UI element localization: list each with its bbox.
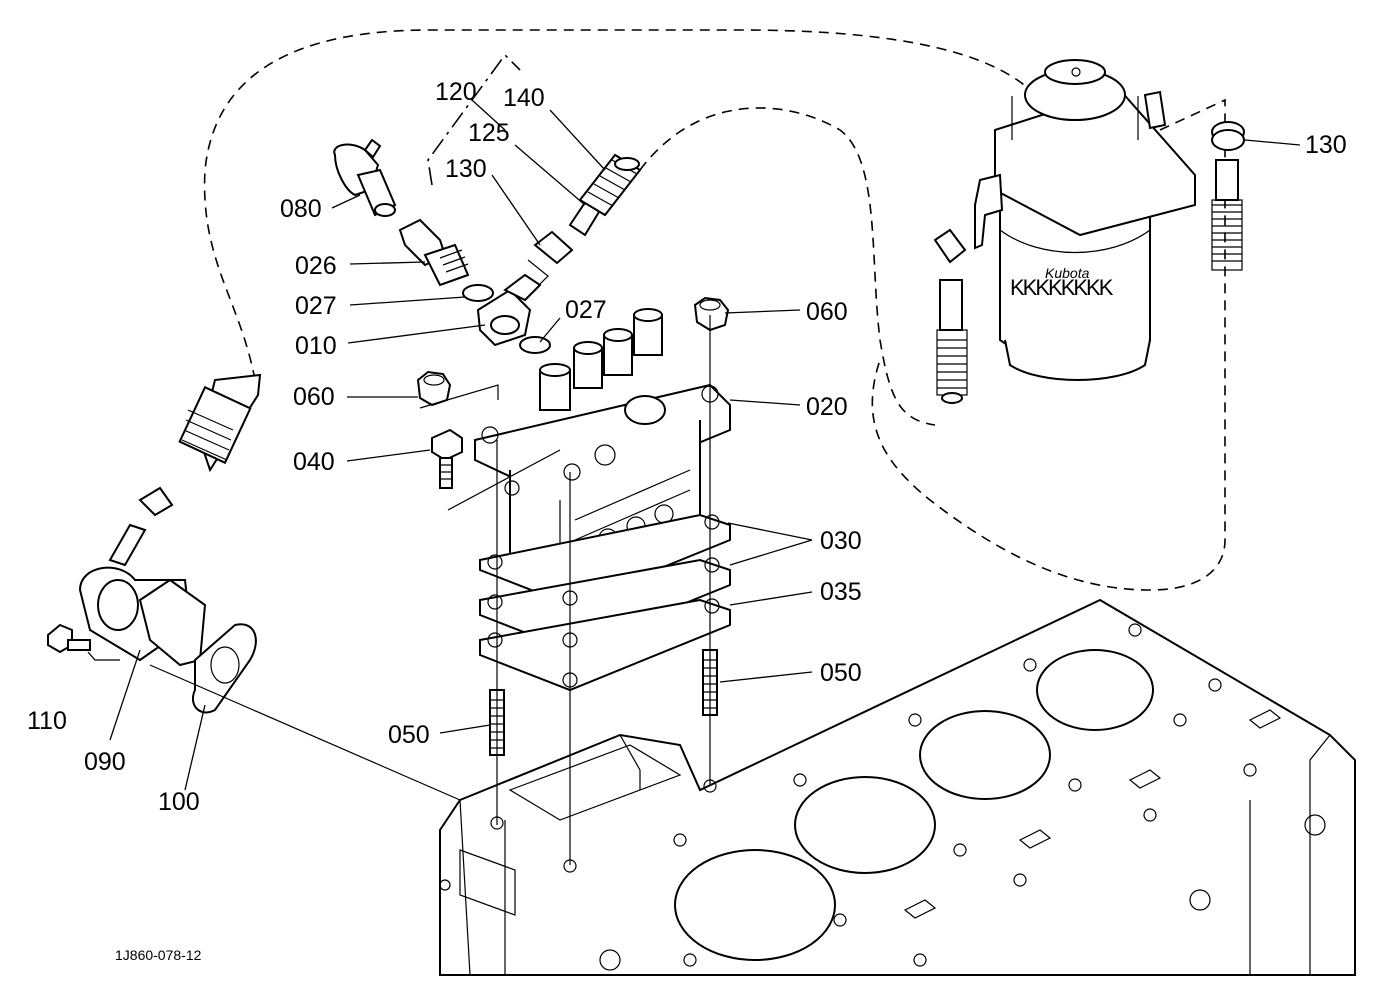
callout-035: 035	[820, 578, 862, 606]
fuel-feed-pump	[78, 373, 262, 667]
delivery-valves	[539, 308, 663, 411]
nut-060-right	[693, 296, 730, 332]
callout-040: 040	[293, 448, 335, 476]
callout-130-right: 130	[1305, 131, 1347, 159]
callout-120: 120	[435, 78, 477, 106]
feed-pump-axis	[149, 664, 461, 801]
callout-140: 140	[503, 84, 545, 112]
callout-130-left: 130	[445, 155, 487, 183]
callout-026: 026	[295, 252, 337, 280]
drawing-id: 1J860-078-12	[115, 947, 202, 963]
bolt-guide	[419, 384, 561, 511]
screw-110	[47, 623, 91, 654]
filter-brand-text: Kubota	[1045, 265, 1090, 281]
overflow-hose	[527, 153, 642, 285]
filter-band-pattern: KKKKKKKK	[1010, 275, 1114, 300]
callout-080: 080	[280, 195, 322, 223]
fuel-filter-assembly: Kubota KKKKKKKK	[974, 59, 1196, 381]
nut-060-left	[416, 370, 452, 407]
fuel-pipe-route	[203, 29, 1226, 591]
callout-125: 125	[468, 119, 510, 147]
callout-050-left: 050	[388, 721, 430, 749]
air-vent-cock	[333, 138, 551, 354]
callout-020: 020	[806, 393, 848, 421]
callout-027-left: 027	[295, 292, 337, 320]
callout-010: 010	[295, 332, 337, 360]
callout-030: 030	[820, 527, 862, 555]
pump-gaskets	[479, 513, 731, 692]
callout-090: 090	[84, 748, 126, 776]
callout-060-left: 060	[293, 383, 335, 411]
callout-050-right: 050	[820, 659, 862, 687]
leader-lines	[87, 99, 1301, 791]
fuel-hose-left	[933, 228, 968, 404]
fuel-hose-right	[1211, 121, 1245, 271]
callout-027-right: 027	[565, 296, 607, 324]
callout-110: 110	[27, 707, 67, 735]
callout-060-right: 060	[806, 298, 848, 326]
cylinder-block	[439, 598, 1356, 976]
group-bracket-120	[427, 53, 521, 186]
bolt-040	[431, 428, 463, 489]
callout-100: 100	[158, 788, 200, 816]
callout-labels: 120 140 125 130 080 026 027 010 027 060 …	[27, 78, 1347, 816]
